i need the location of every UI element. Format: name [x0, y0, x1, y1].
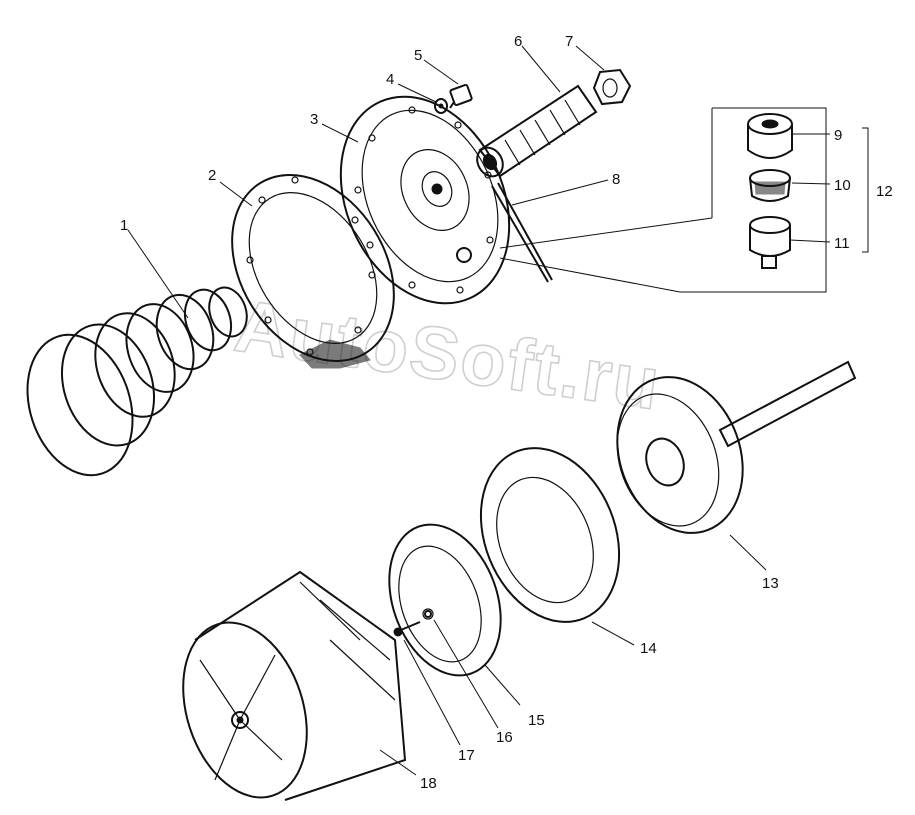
callout-11: 11	[834, 235, 850, 252]
part-14-ring	[479, 447, 621, 623]
callout-9: 9	[834, 127, 842, 144]
callout-18: 18	[420, 775, 437, 792]
part-2-gasket	[231, 174, 395, 369]
callout-5: 5	[414, 47, 422, 64]
part-17-screw	[393, 621, 421, 637]
callout-4: 4	[386, 71, 394, 88]
callout-17: 17	[458, 747, 475, 764]
callout-15: 15	[528, 712, 545, 729]
callout-10: 10	[834, 177, 851, 194]
callout-1: 1	[120, 217, 128, 234]
callout-7: 7	[565, 33, 573, 50]
part-13-piston-rod	[616, 360, 857, 534]
part-11-valve-body	[749, 216, 791, 269]
part-18-housing	[182, 570, 407, 801]
callout-2: 2	[208, 167, 216, 184]
leader-lines	[127, 45, 869, 776]
part-4-washer	[434, 98, 448, 114]
part-8-rod	[491, 182, 553, 283]
part-10-filter-mesh	[749, 169, 791, 202]
part-5-bolt	[449, 83, 473, 109]
inset-frame	[680, 107, 827, 293]
callout-16: 16	[496, 729, 513, 746]
part-3-flange-plate	[339, 95, 511, 305]
part-16-small-nut	[424, 610, 432, 618]
part-1-conical-spring	[26, 286, 248, 477]
part-6-filter-element	[476, 84, 598, 178]
part-7-nut	[592, 68, 632, 106]
part-9-cap	[747, 113, 793, 159]
callout-3: 3	[310, 111, 318, 128]
watermark: AutoSoft.ru	[230, 284, 666, 426]
callout-13: 13	[762, 575, 779, 592]
callout-8: 8	[612, 171, 620, 188]
callout-6: 6	[514, 33, 522, 50]
callout-12: 12	[876, 183, 893, 200]
callout-14: 14	[640, 640, 657, 657]
part-15-plate-ring	[388, 523, 502, 677]
